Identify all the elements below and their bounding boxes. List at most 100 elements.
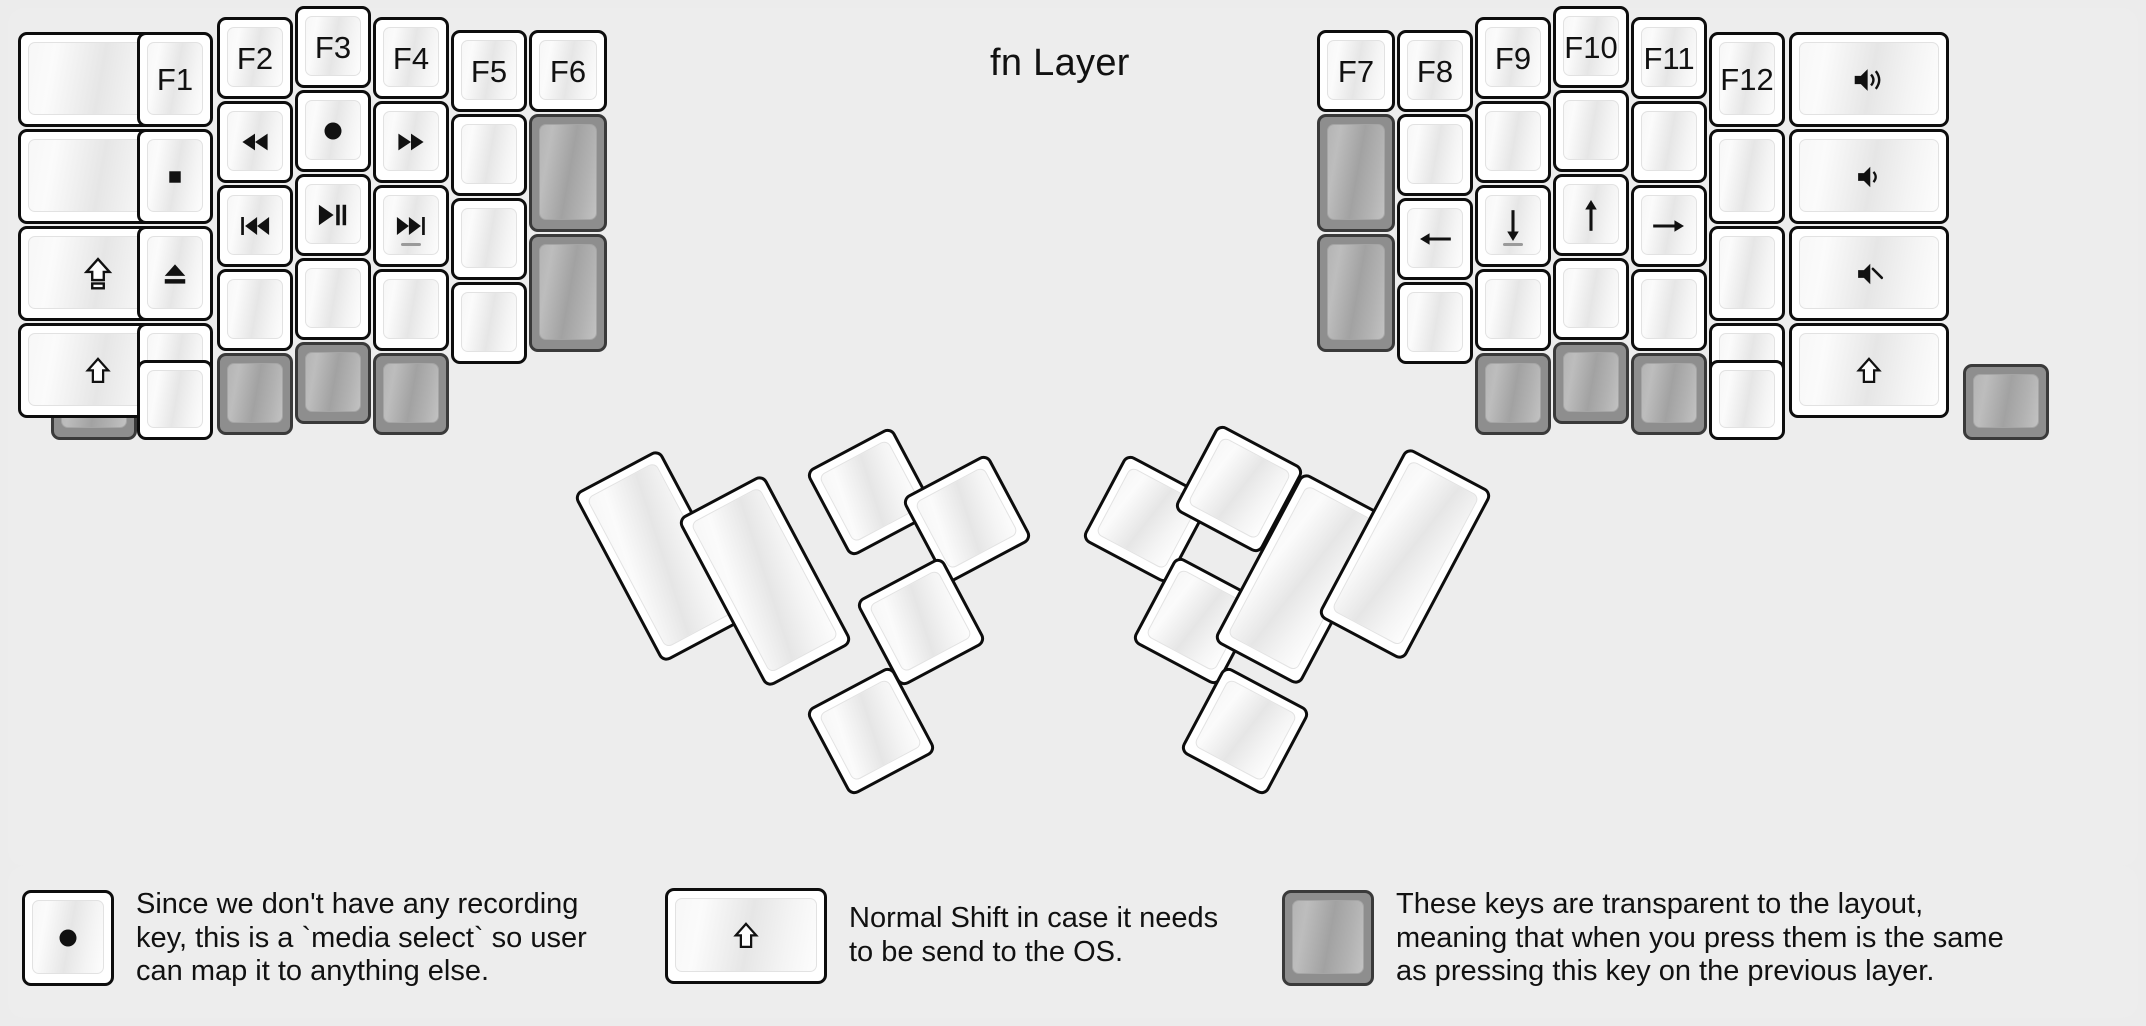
key-right-col-pinky-r4[interactable]: [1709, 360, 1785, 440]
key-left-col-middle-r4[interactable]: [295, 342, 371, 424]
keycap-surface: [1719, 370, 1775, 428]
key-right-col-ring-r1[interactable]: [1631, 101, 1707, 183]
keycap-surface: [227, 363, 283, 423]
keycap-surface: [914, 466, 1019, 570]
key-left-col-ring-r2[interactable]: [217, 185, 293, 267]
keycap-surface: [818, 439, 923, 543]
key-right-col-middle-r0[interactable]: F10: [1553, 6, 1629, 88]
key-right-col-pinky-outer-r2[interactable]: [1789, 226, 1949, 321]
key-right-col-index-r2[interactable]: [1475, 185, 1551, 267]
key-right-col-ring-r2[interactable]: [1631, 185, 1707, 267]
key-left-col-pinky-r4[interactable]: [137, 360, 213, 440]
key-left-col-ring-r4[interactable]: [217, 353, 293, 435]
key-right-col-pinky-r0[interactable]: F12: [1709, 32, 1785, 127]
media-fast-forward-icon: [393, 127, 429, 157]
key-left-col-ring-r3[interactable]: [217, 269, 293, 351]
keycap-surface: [539, 244, 597, 340]
keycap-surface: [539, 40, 597, 100]
keycap-surface: [305, 16, 361, 76]
keycap-surface: [1719, 139, 1775, 212]
page-title: fn Layer: [990, 42, 1130, 84]
key-left-col-pinky-r2[interactable]: [137, 226, 213, 321]
key-right-col-index-r3[interactable]: [1475, 269, 1551, 351]
arrow-up-icon: [1574, 195, 1608, 235]
key-right-col-middle-r4[interactable]: [1553, 342, 1629, 424]
key-right-col-ring-r3[interactable]: [1631, 269, 1707, 351]
key-right-col-index-r1[interactable]: [1475, 101, 1551, 183]
key-right-col-pinky-r2[interactable]: [1709, 226, 1785, 321]
legend-text-3: These keys are transparent to the layout…: [1396, 888, 2004, 988]
media-prev-track-icon: [235, 211, 275, 241]
key-right-col-index-r0[interactable]: F9: [1475, 17, 1551, 99]
key-left-col-index-r1[interactable]: [373, 101, 449, 183]
key-right-col-index-r4[interactable]: [1475, 353, 1551, 435]
keycap-label: F5: [470, 53, 508, 89]
key-right-col-index-inner-r3[interactable]: [1397, 282, 1473, 364]
legend-text-1: Since we don't have any recording key, t…: [136, 888, 587, 988]
keycap-surface: [1973, 374, 2039, 428]
key-right-col-pinky-outer-r1[interactable]: [1789, 129, 1949, 224]
key-right-col-middle-r2[interactable]: [1553, 174, 1629, 256]
key-right-col-pinky-r1[interactable]: [1709, 129, 1785, 224]
legend-key-3: [1282, 890, 1374, 987]
key-left-col-middle-r0[interactable]: F3: [295, 6, 371, 88]
key-left-col-index-inner-r3[interactable]: [451, 282, 527, 364]
shift-arrow-icon: [1853, 355, 1885, 387]
keycap-surface: [1719, 236, 1775, 309]
key-right-col-ring-r4[interactable]: [1631, 353, 1707, 435]
key-left-col-index-inner-r0[interactable]: F5: [451, 30, 527, 112]
keycap-label: F4: [392, 40, 430, 76]
keycap-surface: [1799, 42, 1939, 115]
key-left-col-inner-r1[interactable]: [529, 114, 607, 232]
key-right-col-ring-r0[interactable]: F11: [1631, 17, 1707, 99]
key-right-col-inner-r2[interactable]: [1317, 234, 1395, 352]
key-left-col-middle-r1[interactable]: [295, 90, 371, 172]
key-right-col-middle-r1[interactable]: [1553, 90, 1629, 172]
key-left-col-index-r0[interactable]: F4: [373, 17, 449, 99]
keycap-label: F11: [1643, 40, 1695, 76]
volume-mute-icon: [1851, 258, 1887, 290]
key-left-col-middle-r3[interactable]: [295, 258, 371, 340]
key-right-col-inner-r0[interactable]: F7: [1317, 30, 1395, 112]
volume-down-icon: [1851, 161, 1887, 193]
keycap-surface: [1563, 268, 1619, 328]
record-dot-icon: [51, 921, 85, 955]
key-right-col-pinky-outer-r4[interactable]: [1963, 364, 2049, 440]
keycap-surface: [305, 352, 361, 412]
keycap-surface: [539, 124, 597, 220]
keycap-surface: [461, 124, 517, 184]
key-right-col-index-inner-r2[interactable]: [1397, 198, 1473, 280]
keycap-surface: [868, 569, 973, 673]
keycap-label: F2: [236, 40, 274, 76]
key-right-col-pinky-outer-r0[interactable]: [1789, 32, 1949, 127]
key-left-col-index-r3[interactable]: [373, 269, 449, 351]
key-left-col-pinky-r0[interactable]: F1: [137, 32, 213, 127]
key-left-col-index-inner-r2[interactable]: [451, 198, 527, 280]
legend-keycap-record-dot-icon[interactable]: [22, 890, 114, 987]
key-left-col-inner-r0[interactable]: F6: [529, 30, 607, 112]
key-left-col-index-inner-r1[interactable]: [451, 114, 527, 196]
key-left-col-middle-r2[interactable]: [295, 174, 371, 256]
arrow-down-icon: [1496, 206, 1530, 246]
key-left-col-ring-r1[interactable]: [217, 101, 293, 183]
keycap-surface: [461, 208, 517, 268]
keycap-surface: [383, 279, 439, 339]
key-right-col-pinky-outer-r3[interactable]: [1789, 323, 1949, 418]
key-left-col-inner-r2[interactable]: [529, 234, 607, 352]
key-right-col-index-inner-r1[interactable]: [1397, 114, 1473, 196]
media-next-track-icon: [391, 211, 431, 241]
caps-lock-shift-icon: [81, 256, 115, 292]
key-right-col-index-inner-r0[interactable]: F8: [1397, 30, 1473, 112]
legend-keycap-blank[interactable]: [1282, 890, 1374, 987]
keycap-surface: [461, 292, 517, 352]
keycap-surface: [1407, 40, 1463, 100]
key-left-col-index-r4[interactable]: [373, 353, 449, 435]
keycap-label: F7: [1337, 53, 1375, 89]
keycap-label: F10: [1564, 29, 1618, 65]
key-right-col-inner-r1[interactable]: [1317, 114, 1395, 232]
legend-keycap-shift-arrow-icon[interactable]: [665, 888, 827, 984]
key-left-col-ring-r0[interactable]: F2: [217, 17, 293, 99]
key-left-col-index-r2[interactable]: [373, 185, 449, 267]
key-left-col-pinky-r1[interactable]: [137, 129, 213, 224]
key-right-col-middle-r3[interactable]: [1553, 258, 1629, 340]
